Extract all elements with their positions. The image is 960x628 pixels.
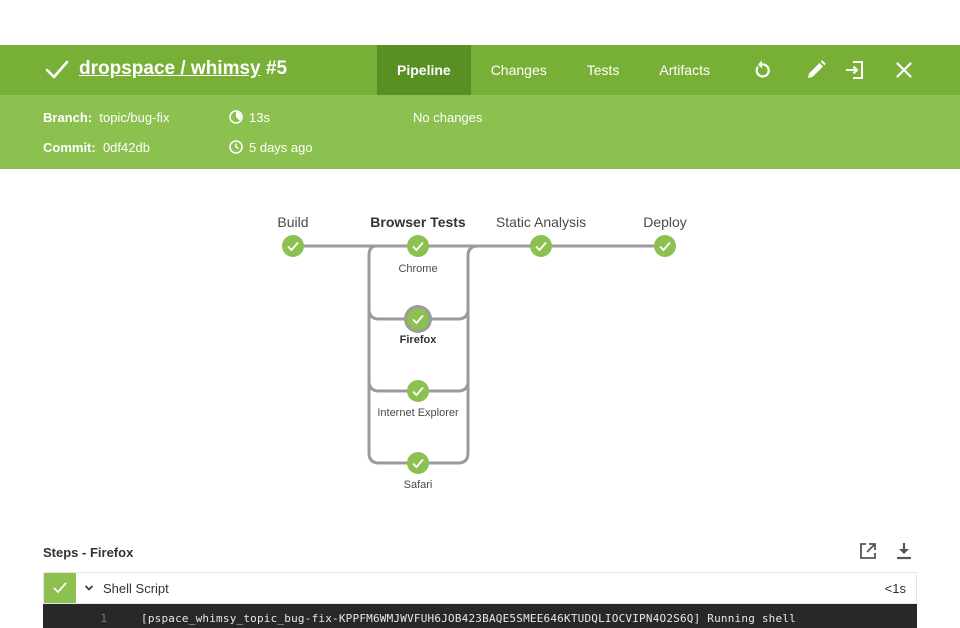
open-external-icon[interactable] xyxy=(858,541,878,561)
pipeline-name-link[interactable]: dropspace / whimsy xyxy=(79,58,261,79)
node-static-analysis[interactable] xyxy=(530,235,552,257)
commit-label: Commit: xyxy=(43,140,96,155)
log-line-text: [pspace_whimsy_topic_bug-fix-KPPFM6WMJWV… xyxy=(141,612,796,625)
branch-connector-in-safari xyxy=(367,381,408,465)
tab-artifacts[interactable]: Artifacts xyxy=(659,62,710,78)
log-console: 1 [pspace_whimsy_topic_bug-fix-KPPFM6WMJ… xyxy=(43,604,917,628)
pipeline-connectors xyxy=(282,235,676,474)
edit-icon[interactable] xyxy=(804,58,828,82)
run-title: dropspace / whimsy #5 xyxy=(79,58,287,80)
commit-value: 0df42db xyxy=(102,140,150,155)
close-icon[interactable] xyxy=(892,58,916,82)
duration-value: 13s xyxy=(249,110,270,125)
branch-connector-out-firefox xyxy=(428,244,479,321)
changes-summary: No changes xyxy=(413,110,483,125)
node-deploy[interactable] xyxy=(654,235,676,257)
tab-pipeline[interactable]: Pipeline xyxy=(377,45,471,95)
log-line-number[interactable]: 1 xyxy=(100,612,107,625)
step-name: Shell Script xyxy=(103,581,169,596)
started-value: 5 days ago xyxy=(249,140,313,155)
duration-icon xyxy=(229,110,243,124)
stage-label-static-analysis[interactable]: Static Analysis xyxy=(495,214,587,230)
branch-label-internet-explorer[interactable]: Internet Explorer xyxy=(377,407,459,419)
branch-label-firefox[interactable]: Firefox xyxy=(399,334,437,346)
node-firefox[interactable] xyxy=(404,305,432,333)
branch-label-safari[interactable]: Safari xyxy=(403,479,433,491)
success-check-icon xyxy=(53,582,67,594)
success-check-icon xyxy=(45,60,69,79)
chevron-down-icon[interactable] xyxy=(84,583,94,593)
duration-info: 13s xyxy=(229,110,270,125)
branch-info: Branch: topic/bug-fix xyxy=(43,110,169,125)
started-info: 5 days ago xyxy=(229,140,313,155)
pipeline-graph: Build Browser Tests Static Analysis Depl… xyxy=(0,200,960,500)
open-classic-icon[interactable] xyxy=(843,58,867,82)
replay-icon[interactable] xyxy=(750,58,774,82)
commit-info: Commit: 0df42db xyxy=(43,140,150,155)
branch-connector-out-ie xyxy=(428,309,470,393)
node-internet-explorer[interactable] xyxy=(407,380,429,402)
download-icon[interactable] xyxy=(894,541,914,561)
node-chrome[interactable] xyxy=(407,235,429,257)
tab-changes[interactable]: Changes xyxy=(490,62,547,78)
run-number: #5 xyxy=(265,58,288,79)
stage-label-deploy[interactable]: Deploy xyxy=(643,214,687,230)
stage-label-build[interactable]: Build xyxy=(277,214,309,230)
step-status xyxy=(44,573,76,603)
branch-value: topic/bug-fix xyxy=(99,110,170,125)
node-safari[interactable] xyxy=(407,452,429,474)
tab-tests[interactable]: Tests xyxy=(586,62,620,78)
run-tabs: Pipeline Changes Tests Artifacts xyxy=(377,45,730,95)
branch-connector-out-safari xyxy=(428,381,470,465)
step-duration: <1s xyxy=(884,581,906,596)
branch-label-chrome[interactable]: Chrome xyxy=(398,263,438,275)
clock-icon xyxy=(229,140,243,154)
stage-label-browser-tests[interactable]: Browser Tests xyxy=(370,214,466,230)
branch-connector-in-ie xyxy=(367,309,408,393)
step-row-shell-script[interactable]: Shell Script <1s xyxy=(43,572,917,604)
run-summary: Branch: topic/bug-fix Commit: 0df42db 13… xyxy=(0,95,960,169)
run-header: dropspace / whimsy #5 Pipeline Changes T… xyxy=(0,45,960,95)
steps-title: Steps - Firefox xyxy=(43,545,134,560)
branch-connector-in-firefox xyxy=(366,244,408,321)
node-build[interactable] xyxy=(282,235,304,257)
branch-label: Branch: xyxy=(43,110,93,125)
